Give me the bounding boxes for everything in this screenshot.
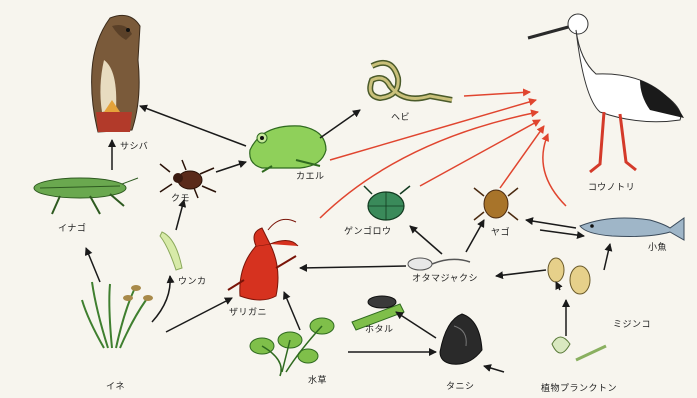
snake-illustration bbox=[370, 63, 452, 100]
label-unka: ウンカ bbox=[178, 274, 207, 287]
hawk-illustration bbox=[92, 15, 140, 132]
phytoplankton-illustration bbox=[552, 337, 606, 360]
label-yago: ヤゴ bbox=[491, 225, 510, 238]
label-tanishi: タニシ bbox=[446, 379, 475, 392]
diving-beetle-illustration bbox=[364, 186, 410, 220]
label-kounotori: コウノトリ bbox=[588, 180, 635, 193]
label-hebi: ヘビ bbox=[391, 110, 410, 123]
label-mijinko: ミジンコ bbox=[613, 317, 651, 330]
water-plant-illustration bbox=[250, 318, 334, 376]
label-plankton: 植物プランクトン bbox=[541, 381, 617, 394]
snail-illustration bbox=[440, 314, 482, 364]
stork-illustration bbox=[528, 14, 684, 172]
crayfish-illustration bbox=[228, 219, 298, 300]
label-kumo: クモ bbox=[171, 191, 190, 204]
label-zarigani: ザリガニ bbox=[229, 305, 267, 318]
water-flea-illustration bbox=[548, 258, 590, 294]
label-suisou: 水草 bbox=[308, 373, 327, 386]
small-fish-illustration bbox=[580, 218, 684, 240]
dragonfly-nymph-illustration bbox=[474, 188, 518, 220]
label-inago: イナゴ bbox=[58, 221, 86, 234]
label-hotaru: ホタル bbox=[365, 322, 394, 335]
tadpole-illustration bbox=[408, 258, 470, 270]
label-otamajakushi: オタマジャクシ bbox=[412, 271, 478, 284]
label-ine: イネ bbox=[106, 379, 125, 392]
label-kaeru: カエル bbox=[296, 169, 325, 182]
red-arrows bbox=[320, 92, 566, 218]
frog-illustration bbox=[250, 126, 326, 172]
label-genggorou: ゲンゴロウ bbox=[344, 224, 392, 237]
planthopper-illustration bbox=[160, 232, 182, 270]
label-sashiba: サシバ bbox=[120, 139, 148, 152]
label-kozakana: 小魚 bbox=[648, 240, 667, 253]
rice-plant-illustration bbox=[82, 282, 153, 348]
grasshopper-illustration bbox=[34, 178, 138, 214]
